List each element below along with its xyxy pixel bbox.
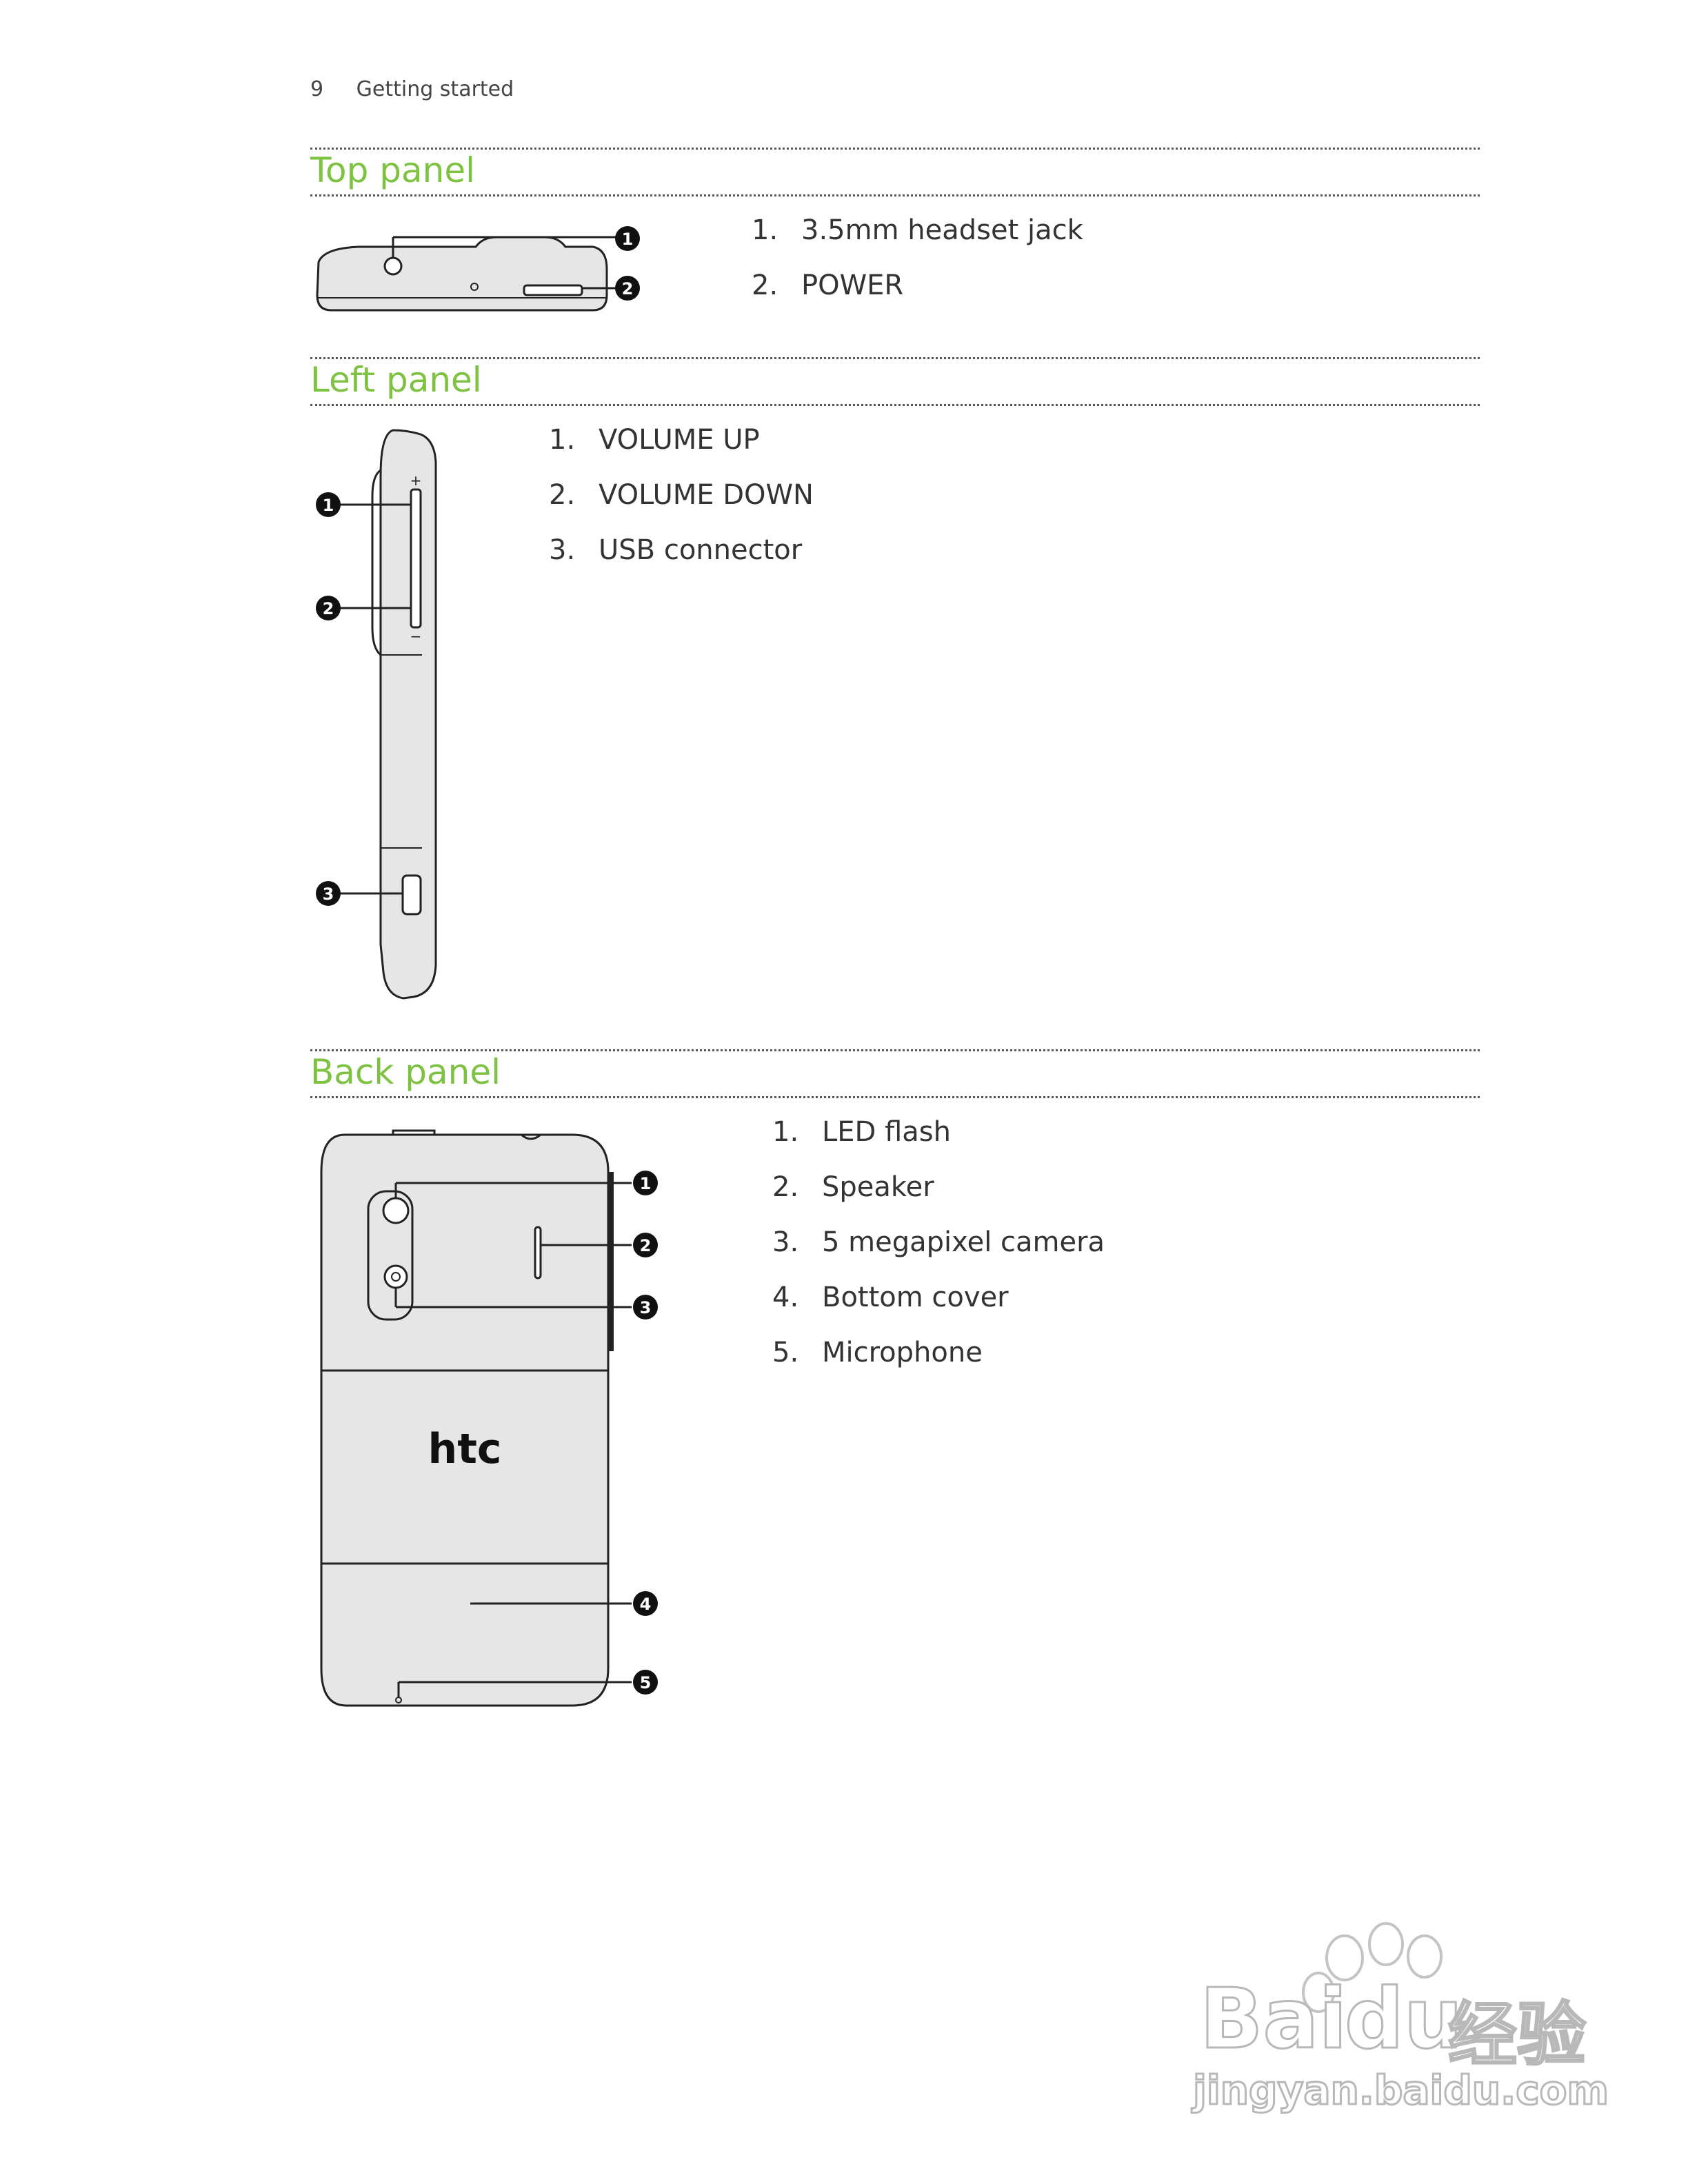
htc-logo: htc [428,1425,502,1473]
svg-text:1: 1 [323,496,334,515]
baidu-watermark: Bai du 经验 jingyan.baidu.com [1172,1910,1609,2116]
watermark-cn: 经验 [1447,1994,1587,2076]
svg-text:2: 2 [640,1236,652,1255]
section-divider [310,404,1480,406]
callout-3: 3 [633,1295,658,1320]
watermark-brand-du: du [1343,1971,1463,2069]
chapter-title: Getting started [356,77,514,101]
top-panel-illustration: 1 2 [316,226,640,312]
list-item: 2.POWER [752,270,904,301]
section-divider [310,1096,1480,1098]
back-panel-list: 1.LED flash 2.Speaker 3.5 megapixel came… [772,1104,1105,1380]
list-item: 2.VOLUME DOWN [549,479,814,511]
back-panel-title: Back panel [310,1052,501,1092]
svg-text:3: 3 [323,884,334,904]
page-header: 9 Getting started [310,77,514,101]
callout-1: 1 [316,492,341,517]
list-item: 5.Microphone [772,1337,983,1368]
list-item: 1.LED flash [772,1116,951,1148]
watermark-url: jingyan.baidu.com [1192,2066,1610,2115]
svg-text:5: 5 [640,1673,652,1692]
svg-text:−: − [410,628,422,645]
callout-2: 2 [316,596,341,620]
section-divider [310,148,1480,150]
callout-1: 1 [633,1171,658,1195]
callout-3: 3 [316,881,341,906]
section-divider [310,194,1480,196]
watermark-brand: Bai [1199,1971,1349,2069]
top-panel-title: Top panel [310,150,475,190]
svg-text:2: 2 [622,279,634,299]
callout-2: 2 [615,276,640,301]
paw-icon [1302,1922,1443,2013]
callout-1: 1 [615,226,640,251]
back-panel-illustration: htc 1 2 3 4 5 [320,1129,658,1707]
callout-2: 2 [633,1233,658,1257]
list-item: 1.VOLUME UP [549,424,760,456]
svg-text:3: 3 [640,1298,652,1317]
top-panel-list: 1.3.5mm headset jack 2.POWER [752,203,1083,313]
callout-4: 4 [633,1591,658,1616]
svg-text:+: + [410,472,422,489]
list-item: 3.5 megapixel camera [772,1226,1105,1258]
section-divider [310,1049,1480,1051]
callout-5: 5 [633,1670,658,1695]
svg-text:2: 2 [323,599,334,618]
list-item: 3.USB connector [549,534,803,566]
svg-text:1: 1 [622,230,634,249]
left-panel-list: 1.VOLUME UP 2.VOLUME DOWN 3.USB connecto… [549,412,814,578]
svg-text:4: 4 [640,1595,652,1614]
page-number: 9 [310,77,324,101]
left-panel-title: Left panel [310,360,482,400]
section-divider [310,357,1480,359]
left-panel-illustration: + − 1 2 3 [316,429,437,1000]
list-item: 1.3.5mm headset jack [752,214,1083,246]
list-item: 2.Speaker [772,1171,934,1203]
svg-text:1: 1 [640,1174,652,1193]
list-item: 4.Bottom cover [772,1282,1009,1313]
